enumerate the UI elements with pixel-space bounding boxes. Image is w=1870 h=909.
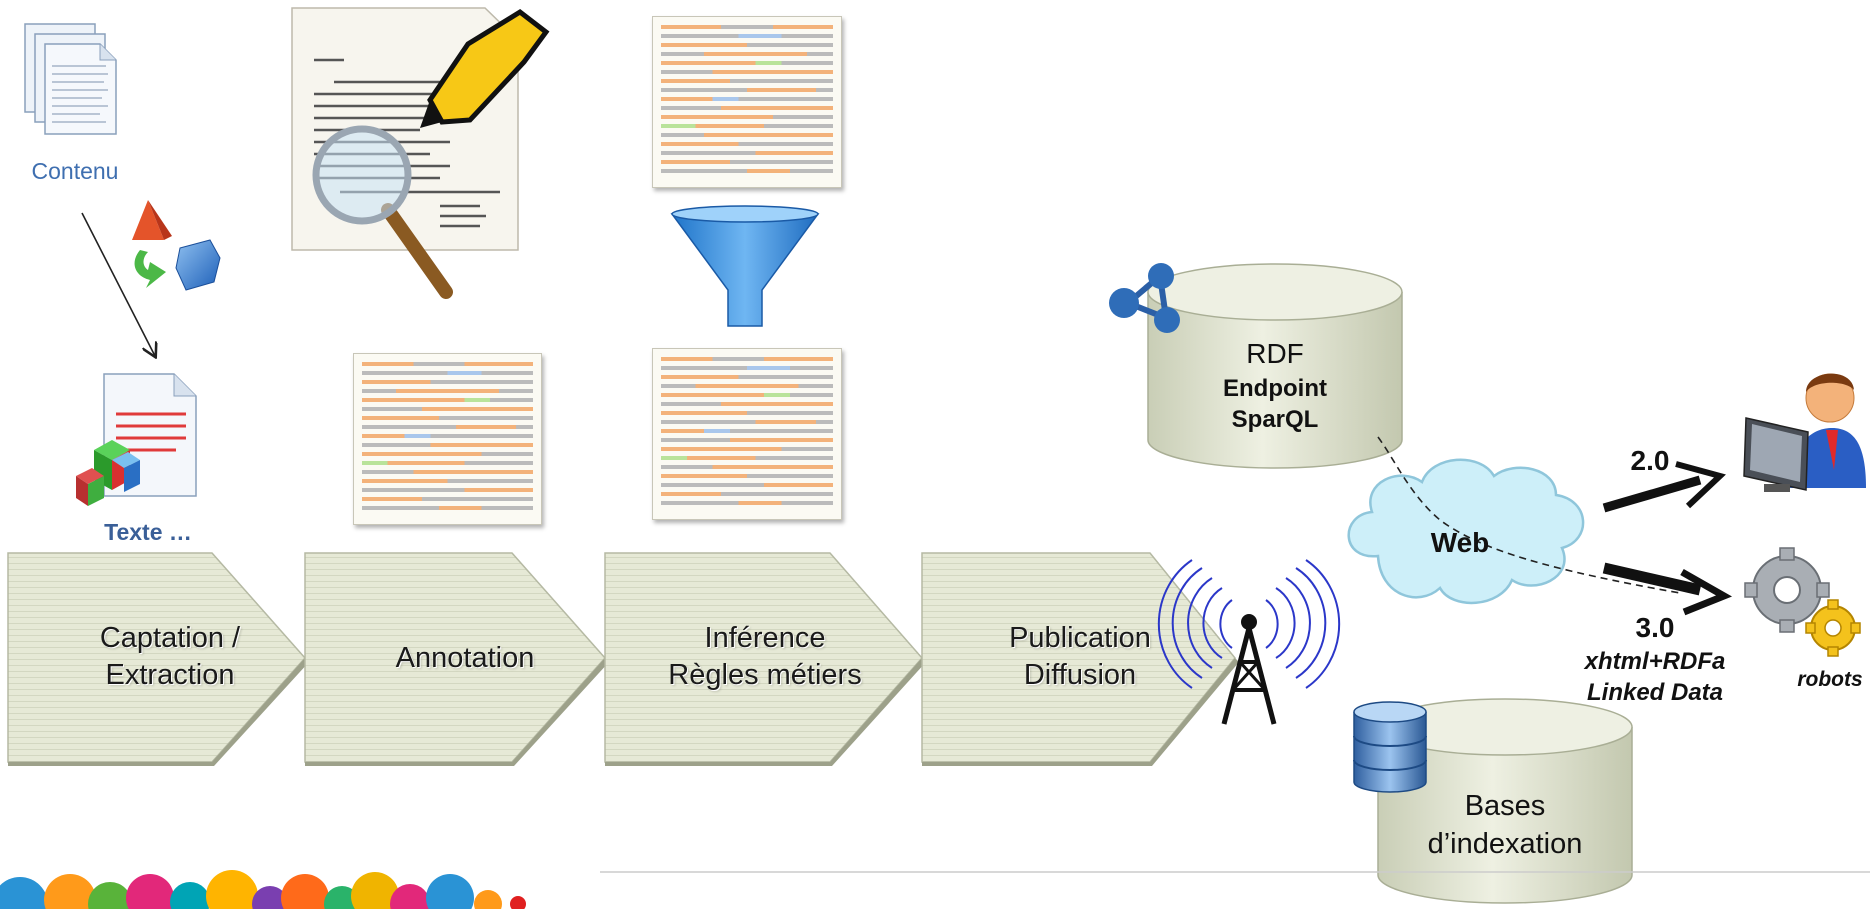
rdf-endpoint-label: Endpoint xyxy=(1223,375,1327,402)
stage-annotation-label: Annotation xyxy=(345,640,585,677)
gears-icon xyxy=(1744,547,1861,657)
texte-label: Texte … xyxy=(104,519,192,545)
share-network-icon xyxy=(1109,263,1180,333)
version-3-label: 3.0 xyxy=(1635,612,1675,643)
stage-annotation-line1: Annotation xyxy=(395,642,535,674)
shapes-3d-icon xyxy=(132,200,221,291)
stage-publication-line2: Diffusion xyxy=(1023,659,1137,691)
contenu-label: Contenu xyxy=(31,158,119,184)
documents-stack-icon xyxy=(24,23,117,135)
format-xhtml-label: xhtml+RDFa xyxy=(1584,648,1726,675)
stage-inference-label: Inférence Règles métiers xyxy=(640,620,890,694)
rdf-label: RDF xyxy=(1246,338,1304,369)
arrow-to-robots xyxy=(1602,562,1733,616)
version-2-label: 2.0 xyxy=(1630,445,1670,476)
format-linked-data-label: Linked Data xyxy=(1586,679,1724,706)
inference-output-thumbnail xyxy=(652,348,842,520)
stage-captation-line2: Extraction xyxy=(105,659,235,691)
rdf-endpoint-cylinder xyxy=(1147,263,1403,469)
footer-decoration xyxy=(0,870,1870,909)
pipeline-arrow-1 xyxy=(7,552,309,766)
dashed-link xyxy=(1377,436,1681,594)
stage-inference-line1: Inférence xyxy=(704,622,826,654)
robots-label: robots xyxy=(1797,668,1863,691)
arrow-to-humans xyxy=(1602,461,1726,513)
stage-captation-label: Captation / Extraction xyxy=(40,620,300,694)
pipeline-arrow-3 xyxy=(604,552,926,766)
bases-indexation-cylinder xyxy=(1377,698,1633,904)
filter-funnel-icon xyxy=(670,205,820,327)
user-computer-icon xyxy=(1743,373,1866,492)
stage-publication-label: Publication Diffusion xyxy=(960,620,1200,694)
web-label: Web xyxy=(1430,527,1490,558)
report-annotation-icon xyxy=(291,7,550,299)
bases-indexation-label: d’indexation xyxy=(1427,828,1583,860)
rdf-sparql-label: SparQL xyxy=(1231,406,1319,433)
bases-label: Bases xyxy=(1464,790,1546,822)
stage-inference-line2: Règles métiers xyxy=(668,659,862,691)
web-cloud xyxy=(1347,458,1585,605)
pipeline-arrow-4 xyxy=(921,552,1239,766)
pipeline-arrow-2 xyxy=(304,552,609,766)
text-document-icon xyxy=(76,373,197,506)
stage-captation-line1: Captation / xyxy=(99,622,241,654)
annotated-document-thumbnail xyxy=(353,353,542,525)
antenna-icon xyxy=(1157,559,1341,725)
stage-publication-line1: Publication xyxy=(1009,622,1151,654)
database-icon xyxy=(1353,701,1427,793)
contenu-to-texte-arrow xyxy=(81,212,155,356)
inference-input-thumbnail xyxy=(652,16,842,188)
